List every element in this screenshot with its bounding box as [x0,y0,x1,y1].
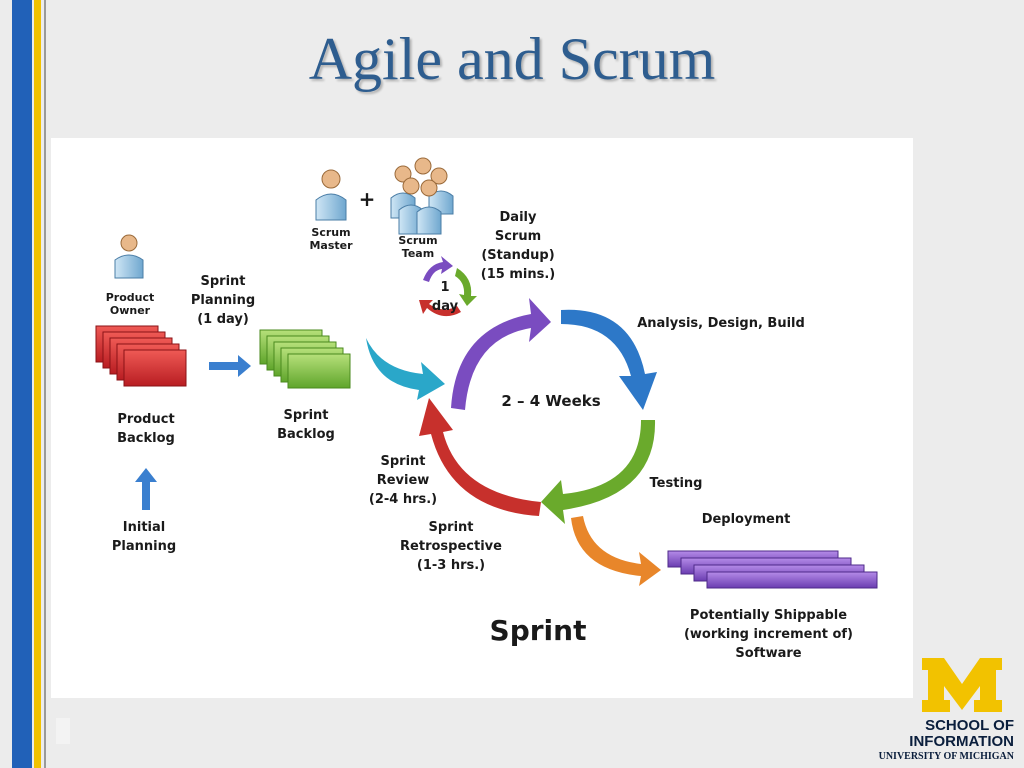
left-maize-bar [34,0,41,768]
product-owner-icon [114,234,144,279]
daily-scrum-cycle [419,256,477,317]
deployment-arrow-icon [571,516,661,586]
sprint-cycle-arrows [419,298,657,524]
analysis-design-build-label: Analysis, Design, Build [637,316,805,331]
sprint-planning-label: Sprint Planning (1 day) [190,274,256,327]
initial-planning-arrow-icon [135,468,157,510]
product-backlog-stack [95,325,187,387]
sprint-retrospective-label: Sprint Retrospective (1-3 hrs.) [400,520,502,573]
slide-title: Agile and Scrum [308,26,716,92]
logo-information: INFORMATION [909,733,1014,750]
initial-planning-label: Initial Planning [111,520,177,554]
software-increment-stack [667,550,878,589]
logo-school-of: SCHOOL OF [925,717,1014,734]
michigan-block-m-logo [922,658,1002,712]
scrum-team-label: Scrum Team [398,234,438,260]
testing-label: Testing [649,476,703,491]
scrum-diagram-graphic [95,157,878,589]
scrum-diagram: Product Owner Product Backlog Initial Pl… [51,138,913,698]
scrum-master-icon [315,169,347,221]
scrum-master-label: Scrum Master [309,226,353,252]
product-owner-label: Product Owner [105,291,155,317]
deployment-label: Deployment [701,512,791,527]
sprint-duration-label: 2 – 4 Weeks [501,392,601,410]
one-day-label: 1 day [431,280,459,314]
left-divider-line [44,0,46,768]
scrum-team-icon [390,157,454,235]
sprint-review-label: Sprint Review (2-4 hrs.) [368,454,438,507]
daily-scrum-label: Daily Scrum (Standup) (15 mins.) [480,210,556,282]
sprint-caption: Sprint [489,614,587,647]
planning-arrow-icon [209,355,251,377]
plus-sign: + [358,187,376,211]
product-backlog-label: Product Backlog [117,412,175,446]
sprint-backlog-stack [259,329,351,389]
logo-university: UNIVERSITY OF MICHIGAN [878,751,1014,762]
left-blue-bar [12,0,32,768]
potentially-shippable-label: Potentially Shippable (working increment… [683,608,853,661]
teal-entry-arrow-icon [366,338,445,400]
sprint-backlog-label: Sprint Backlog [277,408,335,442]
slide-number-placeholder [56,718,70,744]
